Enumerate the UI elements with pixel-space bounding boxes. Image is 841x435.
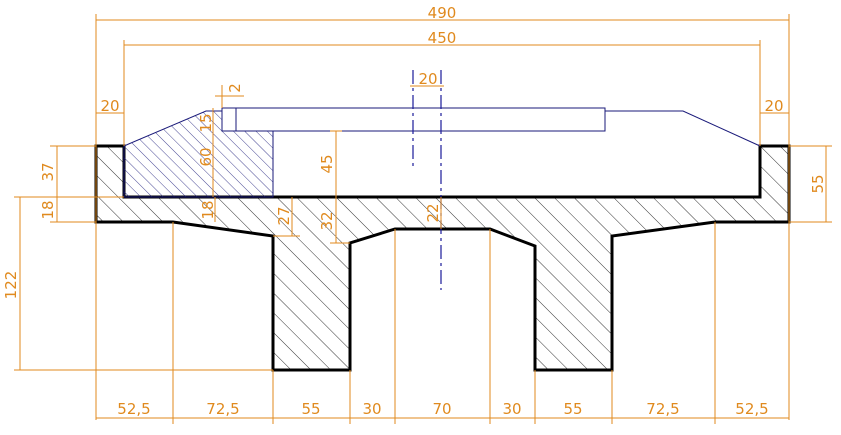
dim-right-55: 55: [809, 174, 827, 193]
dim-bottom-2: 72,5: [206, 400, 239, 418]
dim-bottom-4: 30: [362, 400, 381, 418]
right-slope-line: [605, 110, 761, 147]
dim-bottom-3: 55: [301, 400, 320, 418]
dim-slab-18: 18: [39, 200, 57, 219]
section-fill: [96, 146, 789, 370]
dim-thick-15: 15: [197, 113, 215, 132]
dim-left-edge: 20: [100, 97, 119, 115]
dim-bottom-9: 52,5: [735, 400, 768, 418]
dim-total-width: 490: [428, 4, 457, 22]
dim-slab-18-inner: 18: [199, 200, 217, 219]
dim-bottom-6: 30: [502, 400, 521, 418]
pavement-detail: [123, 107, 761, 198]
dimension-labels: 490 450 20 20 20 2 15 60 37 18 122 18 27…: [2, 4, 827, 418]
dim-height-122: 122: [2, 271, 20, 300]
dim-center-22: 22: [424, 203, 442, 222]
dim-gap-top: 2: [226, 83, 244, 93]
dim-inner-width: 450: [428, 29, 457, 47]
dim-web-45: 45: [318, 154, 336, 173]
dim-web-32: 32: [318, 211, 336, 230]
axis-lines: [412, 70, 442, 290]
dimension-lines: [14, 14, 832, 424]
dim-curb-37: 37: [39, 162, 57, 181]
dim-bottom-8: 72,5: [646, 400, 679, 418]
dim-right-edge: 20: [764, 97, 783, 115]
dim-thick-60: 60: [197, 147, 215, 166]
dim-bottom-1: 52,5: [117, 400, 150, 418]
dim-haunch-27: 27: [275, 206, 293, 225]
dim-bottom-5: 70: [432, 400, 451, 418]
dim-bottom-7: 55: [563, 400, 582, 418]
dim-axis-gap: 20: [418, 70, 437, 88]
